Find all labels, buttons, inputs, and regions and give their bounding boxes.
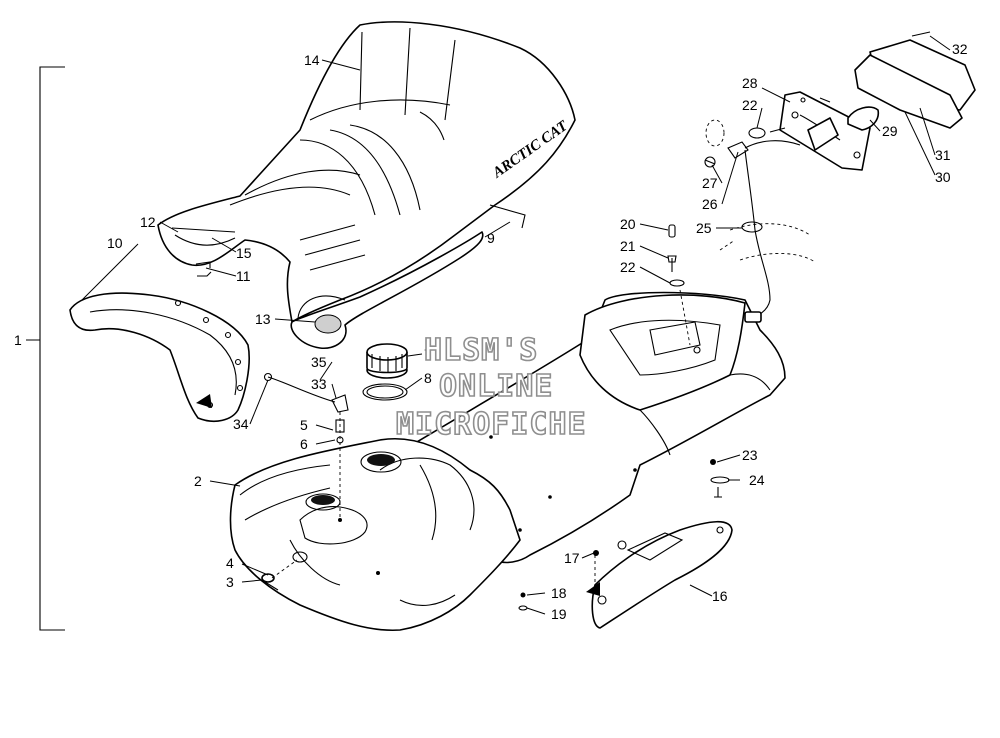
callout-22: 22: [620, 259, 636, 275]
callout-30: 30: [935, 169, 951, 185]
drain-plug: [261, 559, 298, 591]
callout-4: 4: [226, 555, 234, 571]
watermark: HLSM'S ONLINE MICROFICHE: [395, 332, 587, 443]
callout-33: 33: [311, 376, 327, 392]
callout-10: 10: [107, 235, 123, 251]
callout-18: 18: [551, 585, 567, 601]
callout-23: 23: [742, 447, 758, 463]
callout-11: 11: [236, 268, 251, 284]
callout-12: 12: [140, 214, 156, 230]
callout-3: 3: [226, 574, 234, 590]
callout-35: 35: [311, 354, 327, 370]
callout-8: 8: [424, 370, 432, 386]
callout-25: 25: [696, 220, 712, 236]
watermark-line-3: MICROFICHE: [396, 407, 587, 442]
callout-15: 15: [236, 245, 252, 261]
callout-7: 7: [424, 346, 432, 362]
watermark-line-1: HLSM'S: [424, 333, 538, 368]
callout-27: 27: [702, 175, 718, 191]
seat: ARCTIC CAT: [157, 21, 576, 350]
callout-31: 31: [935, 147, 951, 163]
watermark-line-2: ONLINE: [439, 369, 553, 404]
callout-16: 16: [712, 588, 728, 604]
callout-13: 13: [255, 311, 271, 327]
callout-28: 28: [742, 75, 758, 91]
leader-lines: [81, 35, 951, 615]
side-trim-panel: [586, 520, 733, 629]
callout-32: 32: [952, 41, 968, 57]
callout-26: 26: [702, 196, 718, 212]
fuel-tank: [229, 437, 521, 632]
callout-21: 21: [620, 238, 636, 254]
backrest-panel: [69, 292, 250, 422]
callout-17: 17: [564, 550, 580, 566]
gas-cap: [362, 343, 408, 401]
callout-14: 14: [304, 52, 320, 68]
callout-34: 34: [233, 416, 249, 432]
callout-20: 20: [620, 216, 636, 232]
callout-19: 19: [551, 606, 567, 622]
taillight-assembly: [704, 31, 976, 323]
callout-1: 1: [14, 332, 22, 348]
callout-24: 24: [749, 472, 765, 488]
callout-9: 9: [487, 230, 495, 246]
callout-22-upper: 22: [742, 97, 758, 113]
callout-5: 5: [300, 417, 308, 433]
callout-29: 29: [882, 123, 898, 139]
callout-6: 6: [300, 436, 308, 452]
vent-hose: [263, 372, 349, 520]
callout-labels: 1 2 3 4 5 6 7 8 9 10 11 12 13 14 15 16 1…: [14, 41, 968, 622]
callout-2: 2: [194, 473, 202, 489]
assembly-bracket: [26, 66, 65, 631]
